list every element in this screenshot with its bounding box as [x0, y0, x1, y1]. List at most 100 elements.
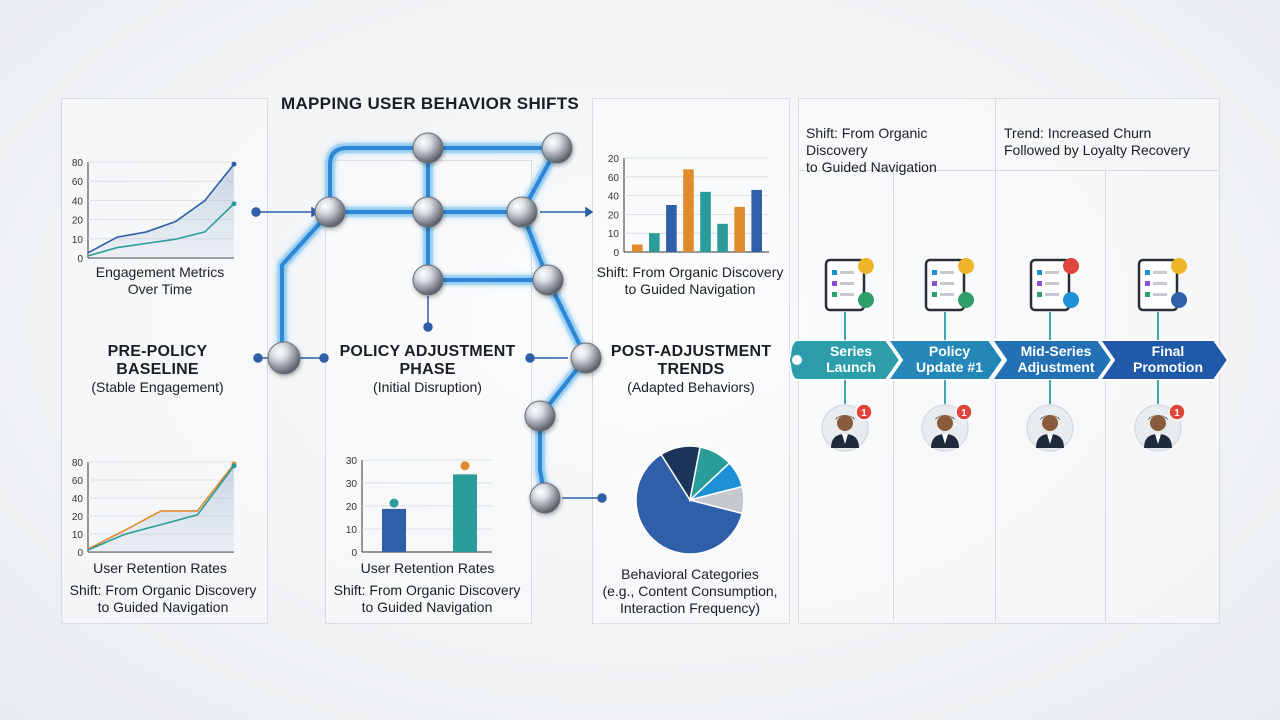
- node-ball: [524, 400, 556, 432]
- series-end-point: [231, 463, 237, 469]
- node-ball: [541, 132, 573, 164]
- notification-bell-icon: [858, 258, 874, 274]
- node-ball: [570, 342, 602, 374]
- series-area: [88, 463, 234, 552]
- chat-icon: [858, 292, 874, 308]
- tick-label: 20: [72, 216, 84, 227]
- avatar-head: [937, 415, 953, 431]
- avatar-hair: [1148, 415, 1168, 420]
- bar: [382, 508, 406, 552]
- connector-dot: [319, 353, 329, 363]
- series-area: [88, 164, 234, 258]
- device-app-icon: [1145, 292, 1150, 297]
- series-end-point: [231, 201, 237, 207]
- notification-badge: [1168, 403, 1186, 421]
- bar: [649, 233, 660, 252]
- tick-label: 10: [608, 229, 620, 240]
- device-text-line: [1045, 271, 1059, 274]
- timeline-stage-label: Policy: [929, 343, 970, 359]
- divider: [893, 170, 894, 622]
- caption-line: to Guided Navigation: [97, 599, 229, 615]
- timeline-stage-4: [1098, 339, 1230, 381]
- caption-line: Shift: From Organic Discovery: [806, 125, 928, 158]
- tick-label: 60: [72, 177, 84, 188]
- phase-title-line: PHASE: [399, 361, 456, 378]
- timeline-stage-label: Promotion: [1133, 359, 1203, 375]
- avatar-shirt: [842, 434, 848, 444]
- avatar-hair: [935, 415, 955, 420]
- caption-line: Shift: From Organic Discovery: [596, 264, 784, 280]
- tick-label: 80: [72, 458, 84, 469]
- device-text-line: [840, 282, 854, 285]
- phase-subtitle-pre-policy: (Stable Engagement): [91, 379, 224, 395]
- bar: [734, 206, 745, 252]
- notification-bell-icon: [1063, 258, 1079, 274]
- phase-subtitle-post: (Adapted Behaviors): [627, 379, 755, 395]
- avatar-shirt: [1155, 434, 1161, 444]
- notification-badge: [955, 403, 973, 421]
- device-text-line: [1153, 293, 1167, 296]
- caption-shift-post: Shift: From Organic Discovery to Guided …: [593, 264, 787, 298]
- phase-title-post: POST-ADJUSTMENT TRENDS: [598, 343, 784, 379]
- series-line: [87, 163, 235, 254]
- caption-line: Followed by Loyalty Recovery: [1004, 142, 1190, 158]
- tick-label: 10: [346, 525, 358, 536]
- bar-marker: [460, 461, 470, 471]
- avatar-head: [1042, 415, 1058, 431]
- series-line: [87, 463, 235, 550]
- device-app-icon: [1037, 281, 1042, 286]
- connector-dot: [423, 322, 433, 332]
- caption-line: to Guided Navigation: [624, 281, 756, 297]
- tick-label: 30: [346, 456, 358, 467]
- caption-shift-mid: Shift: From Organic Discovery to Guided …: [327, 582, 527, 616]
- phase-title-pre-policy: PRE-POLICY BASELINE: [70, 343, 245, 379]
- device-text-line: [840, 271, 854, 274]
- device-text-line: [940, 282, 954, 285]
- device-text-line: [1153, 271, 1167, 274]
- timeline-start-dot: [790, 353, 804, 367]
- device-app-icon: [1037, 270, 1042, 275]
- timeline-stage-2: [886, 339, 1005, 381]
- timeline-stage-label: Adjustment: [1018, 359, 1095, 375]
- avatar-head: [837, 415, 853, 431]
- connector-dot: [251, 207, 261, 217]
- device-app-icon: [932, 292, 937, 297]
- caption-top-shift: Shift: From Organic Discovery to Guided …: [806, 125, 992, 176]
- bar: [453, 474, 477, 552]
- timeline-stage-label: Series: [830, 343, 872, 359]
- phase-subtitle-policy: (Initial Disruption): [373, 379, 482, 395]
- device-app-icon: [932, 270, 937, 275]
- device-app-icon: [1145, 270, 1150, 275]
- tick-label: 10: [72, 235, 84, 246]
- phase-title-line: POST-ADJUSTMENT: [610, 343, 772, 360]
- caption-top-trend: Trend: Increased Churn Followed by Loyal…: [1004, 125, 1204, 159]
- node-ball: [506, 196, 538, 228]
- caption-line: to Guided Navigation: [361, 599, 493, 615]
- tick-label: 0: [77, 254, 83, 265]
- page-title: MAPPING USER BEHAVIOR SHIFTS: [281, 94, 580, 113]
- tick-label: 20: [608, 210, 620, 221]
- connectors: [251, 206, 607, 503]
- bar: [666, 205, 677, 252]
- node-ball: [532, 264, 564, 296]
- node-ball: [314, 196, 346, 228]
- caption-retention-mid: User Retention Rates: [360, 560, 495, 576]
- caption-engagement: Engagement Metrics Over Time: [70, 264, 250, 298]
- caption-line: Engagement Metrics: [95, 264, 225, 280]
- notification-badge-count: 1: [961, 408, 967, 419]
- tick-label: 80: [72, 158, 84, 169]
- tick-label: 10: [72, 530, 84, 541]
- tick-label: 40: [608, 192, 620, 203]
- device-text-line: [1045, 282, 1059, 285]
- tick-label: 20: [608, 154, 620, 165]
- tick-label: 0: [351, 548, 357, 559]
- chat-icon: [1063, 292, 1079, 308]
- caption-line: Shift: From Organic Discovery: [333, 582, 521, 598]
- tick-label: 0: [613, 248, 619, 259]
- bar: [683, 169, 694, 252]
- network-nodes: [267, 132, 602, 514]
- caption-line: (e.g., Content Consumption,: [602, 583, 778, 599]
- behavioral-pie-chart: [635, 445, 745, 555]
